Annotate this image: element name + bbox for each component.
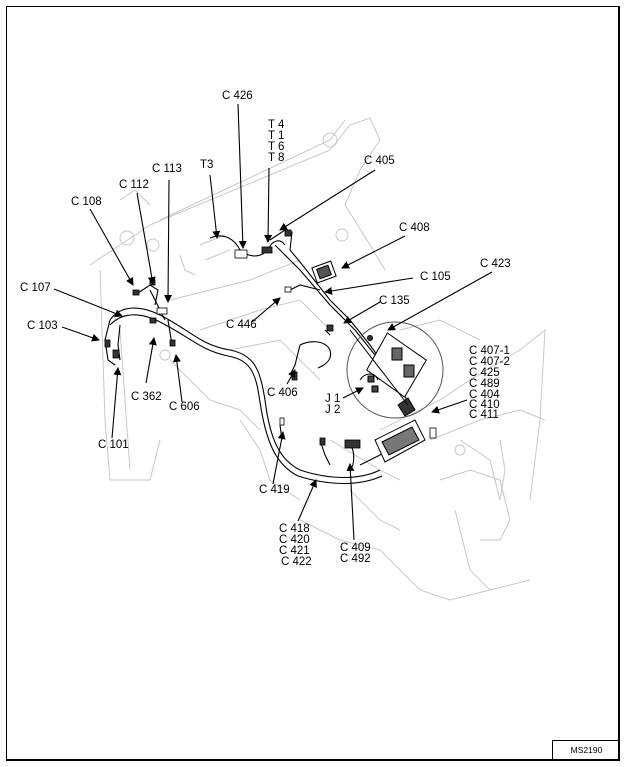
leader-c113 (164, 179, 173, 303)
callout-c421: C 421 (279, 545, 310, 557)
callout-c405: C 405 (364, 155, 395, 167)
callout-c112: C 112 (119, 179, 149, 191)
callout-c103: C 103 (27, 320, 58, 332)
diagram-frame (6, 6, 620, 761)
callout-j-group: J 1 J 2 (325, 393, 341, 416)
machine-outline (89, 117, 546, 601)
callout-c606: C 606 (169, 401, 200, 413)
leader-j-group (342, 387, 364, 399)
callout-c418: C 418 (279, 523, 310, 535)
callout-c113: C 113 (152, 163, 182, 175)
callout-right-group: C 407-1 C 407-2 C 425 C 489 C 404 C 410 … (469, 345, 510, 421)
leader-c606 (172, 354, 183, 403)
c408-module (311, 260, 337, 284)
callout-t1: T 1 (268, 130, 285, 142)
leader-bottom-group (297, 479, 317, 522)
leader-c446 (251, 297, 281, 323)
leader-c419 (272, 431, 286, 485)
callout-c411: C 411 (469, 409, 499, 421)
callout-t3: T3 (200, 159, 214, 171)
leader-lines (53, 103, 493, 541)
callout-bottom-group: C 418 C 420 C 421 C 422 (279, 523, 312, 568)
leader-c408 (341, 235, 406, 269)
callout-c426: C 426 (222, 90, 253, 102)
callout-t-group: T 4 T 1 T 6 T 8 (268, 119, 285, 164)
callout-c101: C 101 (98, 439, 129, 451)
leader-c406 (286, 369, 296, 385)
detail-circle (346, 321, 444, 419)
callout-c420: C 420 (279, 534, 310, 546)
callout-j1: J 1 (325, 393, 341, 405)
connectors (104, 229, 437, 449)
leader-c405 (279, 169, 376, 231)
callout-c406: C 406 (267, 387, 298, 399)
callout-c407-1: C 407-1 (469, 345, 510, 357)
leader-c135 (343, 301, 381, 324)
callout-t4: T 4 (268, 119, 285, 131)
callout-c108: C 108 (71, 196, 102, 208)
callout-c362: C 362 (131, 391, 162, 403)
fuse-relay-panel (374, 397, 426, 463)
callout-c135: C 135 (379, 295, 410, 307)
leader-c105 (324, 277, 414, 295)
callout-c410: C 410 (469, 399, 500, 411)
callout-c489: C 489 (469, 378, 500, 390)
callout-c419: C 419 (259, 484, 290, 496)
leader-t3 (209, 174, 221, 239)
callout-c407-2: C 407-2 (469, 356, 510, 368)
figure-id-box: MS2190 (552, 740, 620, 761)
callout-j2: J 2 (325, 404, 341, 416)
leader-c423 (387, 271, 493, 331)
leader-c103 (61, 326, 100, 342)
callout-c425: C 425 (469, 367, 500, 379)
callout-c105: C 105 (420, 271, 451, 283)
callout-c404: C 404 (469, 389, 500, 401)
leader-c426 (237, 103, 247, 249)
leader-c112 (136, 192, 156, 285)
detail-circle-contents (349, 329, 427, 406)
leader-c107 (53, 288, 123, 318)
callout-c107: C 107 (20, 282, 51, 294)
callout-c492: C 492 (340, 553, 371, 565)
callout-c409-group: C 409 C 492 (340, 542, 371, 565)
callout-c408: C 408 (399, 222, 430, 234)
leader-c101 (111, 367, 122, 439)
leader-right-group (431, 399, 468, 414)
leader-t-group (264, 167, 273, 243)
callout-c422: C 422 (281, 556, 312, 568)
callout-c409: C 409 (340, 542, 371, 554)
leader-c409 (346, 463, 355, 541)
callout-t8: T 8 (268, 152, 285, 164)
callout-t6: T 6 (268, 141, 285, 153)
leader-c362 (145, 337, 157, 384)
callout-c423: C 423 (480, 258, 511, 270)
callout-c446: C 446 (226, 319, 257, 331)
leader-c108 (89, 208, 134, 286)
